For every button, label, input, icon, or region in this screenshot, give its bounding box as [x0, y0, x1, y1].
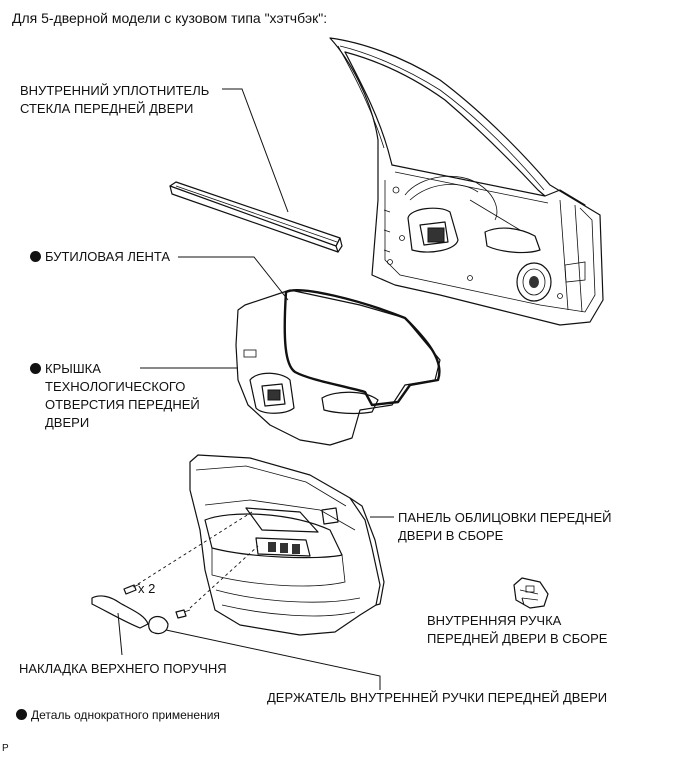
label-service-hole-cover-line2: ТЕХНОЛОГИЧЕСКОГО — [45, 379, 186, 394]
service-hole-cover-illustration — [235, 289, 441, 446]
label-inside-handle-line2: ПЕРЕДНЕЙ ДВЕРИ В СБОРЕ — [427, 631, 608, 646]
label-screw-count: x 2 — [138, 581, 156, 596]
label-inner-glass-seal: ВНУТРЕННИЙ УПЛОТНИТЕЛЬ СТЕКЛА ПЕРЕДНЕЙ ДВ… — [20, 82, 209, 118]
label-service-hole-cover-line1: КРЫШКА — [45, 361, 101, 376]
label-service-hole-cover-line3: ОТВЕРСТИЯ ПЕРЕДНЕЙ — [45, 397, 200, 412]
label-trim-panel-line2: ДВЕРИ В СБОРЕ — [398, 528, 504, 543]
label-butyl-tape: БУТИЛОВАЯ ЛЕНТА — [30, 248, 170, 266]
figure-code: P — [2, 743, 9, 754]
label-trim-panel-line1: ПАНЕЛЬ ОБЛИЦОВКИ ПЕРЕДНЕЙ — [398, 510, 612, 525]
inner-glass-seal-illustration — [169, 181, 343, 253]
one-time-use-dot-icon — [30, 251, 41, 262]
one-time-use-dot-icon — [30, 363, 41, 374]
page-title: Для 5-дверной модели с кузовом типа "хэт… — [12, 10, 328, 26]
label-inside-handle-line1: ВНУТРЕННЯЯ РУЧКА — [427, 613, 562, 628]
legend-text: Деталь однократного применения — [31, 708, 220, 722]
label-service-hole-cover-line4: ДВЕРИ — [45, 415, 90, 430]
handle-bezel-illustration — [148, 615, 169, 635]
inside-handle-illustration — [513, 577, 549, 609]
label-handle-bezel: ДЕРЖАТЕЛЬ ВНУТРЕННЕЙ РУЧКИ ПЕРЕДНЕЙ ДВЕР… — [267, 690, 608, 705]
label-armrest-cover: НАКЛАДКА ВЕРХНЕГО ПОРУЧНЯ — [19, 661, 227, 676]
armrest-cover-illustration — [91, 595, 149, 629]
door-shell-illustration — [329, 37, 604, 326]
label-butyl-tape-text: БУТИЛОВАЯ ЛЕНТА — [45, 249, 171, 264]
label-trim-panel: ПАНЕЛЬ ОБЛИЦОВКИ ПЕРЕДНЕЙ ДВЕРИ В СБОРЕ — [398, 509, 611, 545]
label-inner-glass-seal-line1: ВНУТРЕННИЙ УПЛОТНИТЕЛЬ — [20, 83, 210, 98]
label-inner-glass-seal-line2: СТЕКЛА ПЕРЕДНЕЙ ДВЕРИ — [20, 101, 194, 116]
one-time-use-dot-icon — [16, 709, 27, 720]
trim-panel-illustration — [189, 454, 385, 636]
label-inside-handle: ВНУТРЕННЯЯ РУЧКА ПЕРЕДНЕЙ ДВЕРИ В СБОРЕ — [427, 612, 607, 648]
label-service-hole-cover: КРЫШКА ТЕХНОЛОГИЧЕСКОГО ОТВЕРСТИЯ ПЕРЕДНЕЙ… — [30, 360, 200, 432]
legend: Деталь однократного применения — [16, 706, 220, 724]
fasteners-illustration — [123, 583, 191, 619]
